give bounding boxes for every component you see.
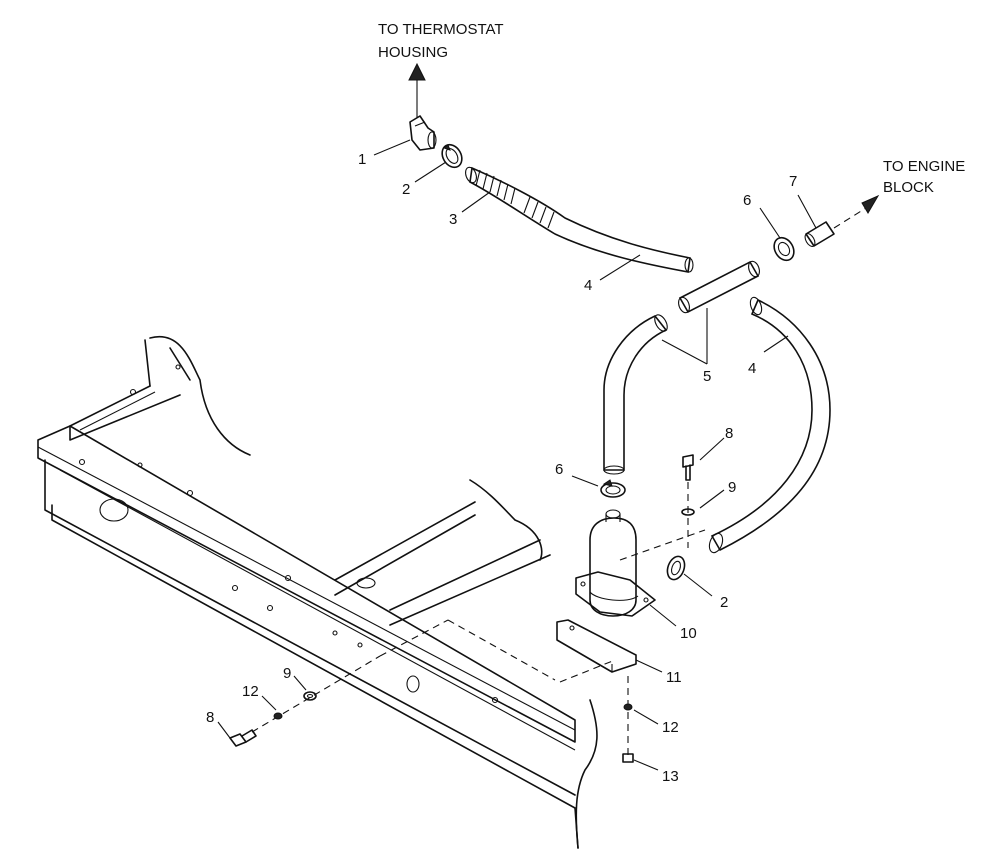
part-2-hose-clamp-upper: [441, 143, 463, 169]
leader-lines: [217, 139, 817, 771]
part-13-nut-lower: [622, 753, 634, 763]
callout-1: 1: [358, 151, 366, 168]
callout-9-upper: 9: [728, 479, 736, 496]
part-6-clamp-lower: [600, 479, 626, 498]
callout-2-upper: 2: [402, 181, 410, 198]
part-9-washer-upper: [681, 508, 695, 516]
callout-8-upper: 8: [725, 425, 733, 442]
callout-13: 13: [662, 768, 679, 785]
part-5-lower-left-hose: [603, 314, 668, 475]
callout-8-lower: 8: [206, 709, 214, 726]
callout-4-lower: 4: [748, 360, 756, 377]
part-9-washer-left: [303, 691, 317, 701]
callout-12-right: 12: [662, 719, 679, 736]
part-8-bolt-lower: [229, 729, 257, 747]
callout-7: 7: [789, 173, 797, 190]
part-6-clamp-upper: [773, 236, 795, 262]
part-10-coolant-heater-tank: [575, 509, 656, 617]
callout-3: 3: [449, 211, 457, 228]
part-3-4-upper-hose: [465, 166, 694, 273]
callout-10: 10: [680, 625, 697, 642]
callout-11: 11: [666, 669, 682, 686]
frame-rail: [37, 335, 598, 849]
part-5-short-hose: [678, 260, 760, 314]
callout-6-lower: 6: [555, 461, 563, 478]
thermostat-note-line2: HOUSING: [378, 44, 448, 61]
part-8-bolt-upper: [682, 454, 694, 481]
callout-4-upper: 4: [584, 277, 592, 294]
part-2-hose-clamp-lower: [666, 555, 686, 581]
thermostat-note-line1: TO THERMOSTAT: [378, 21, 504, 38]
part-12-nut-left: [273, 712, 283, 720]
part-12-nut-lower-right: [623, 703, 633, 711]
engine-note-line2: BLOCK: [883, 179, 934, 196]
callout-9-lower: 9: [283, 665, 291, 682]
thermostat-direction-arrow: [408, 62, 426, 118]
part-1-elbow-fitting: [409, 115, 437, 151]
callout-12-left: 12: [242, 683, 259, 700]
part-4-lower-right-hose: [708, 296, 831, 554]
callout-2-lower: 2: [720, 594, 728, 611]
callout-6-upper: 6: [743, 192, 751, 209]
part-7-fitting: [804, 194, 880, 247]
part-11-mounting-bracket: [556, 619, 637, 673]
callout-5: 5: [703, 368, 711, 385]
engine-note-line1: TO ENGINE: [883, 158, 965, 175]
